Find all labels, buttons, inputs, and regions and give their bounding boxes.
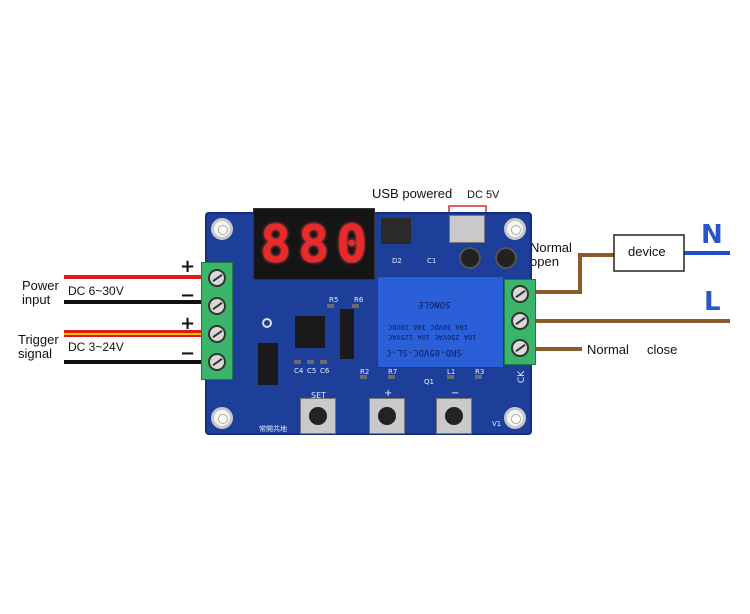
device-box [613, 234, 685, 272]
wire-normally-open [536, 253, 614, 294]
smd-component [360, 375, 367, 379]
relay-rating-1: 10A 250VAC 10A 125VAC [388, 333, 477, 341]
trigger-plus-sign: + [180, 313, 196, 334]
display-digit-3: 0 [336, 215, 367, 275]
wire-trigger-positive [64, 330, 214, 333]
silk-v1: V1 [492, 420, 502, 428]
optocoupler-chip [258, 343, 278, 385]
voltage-regulator [381, 218, 411, 244]
silk-l1: L1 [447, 368, 456, 376]
usb-powered-label: USB powered [372, 186, 453, 201]
led-indicator [262, 318, 272, 328]
normal-close-label-2: close [647, 342, 678, 357]
relay-rating-2: 10A 30VDC 10A 28VDC [388, 323, 469, 331]
neutral-label: N [701, 220, 723, 250]
silk-c6: C6 [320, 367, 330, 375]
trigger-minus-sign: − [180, 343, 196, 364]
capacitor-icon [495, 247, 517, 269]
mount-hole-bottom-right [504, 407, 526, 429]
screw-icon [511, 312, 529, 330]
silk-q1: Q1 [424, 378, 434, 386]
silk-r6: R6 [354, 296, 364, 304]
relay-brand: SONGLE [418, 299, 451, 309]
seven-segment-display: 8 8 0 [253, 208, 375, 280]
plus-button[interactable] [369, 398, 405, 434]
wire-power-positive [64, 275, 214, 279]
mount-hole-top-right [504, 218, 526, 240]
silk-r2: R2 [360, 368, 370, 376]
smd-component [294, 360, 301, 364]
smd-component [320, 360, 327, 364]
silk-r7: R7 [388, 368, 398, 376]
micro-usb-port [449, 215, 485, 243]
normal-open-label-2: open [530, 254, 559, 269]
silk-c4: C4 [294, 367, 304, 375]
silk-note: 常開共地 [259, 425, 287, 433]
capacitor-icon [459, 247, 481, 269]
smd-component [447, 375, 454, 379]
silk-r5: R5 [329, 296, 339, 304]
smd-component [327, 304, 334, 308]
dc-5v-label: DC 5V [467, 189, 500, 201]
wire-live [536, 319, 730, 323]
silk-d2: D2 [392, 257, 402, 265]
input-terminal-block [201, 262, 233, 380]
normal-close-label-1: Normal [587, 342, 629, 357]
output-terminal-block [504, 279, 536, 365]
mount-hole-bottom-left [211, 407, 233, 429]
silk-c5: C5 [307, 367, 317, 375]
smd-component [352, 304, 359, 308]
live-label: L [704, 287, 721, 317]
screw-icon [208, 297, 226, 315]
display-digit-2: 8 [298, 215, 329, 275]
set-button-label: SET [311, 391, 327, 400]
wire-normally-closed [536, 347, 582, 351]
wire-power-negative [64, 300, 214, 304]
power-plus-sign: + [180, 256, 196, 277]
plus-button-label: + [384, 388, 393, 399]
smd-component [475, 375, 482, 379]
minus-button-label: − [451, 388, 460, 399]
normal-open-label-1: Normal [530, 240, 572, 255]
silk-r3: R3 [475, 368, 485, 376]
silk-c1: C1 [427, 257, 437, 265]
smd-component [388, 375, 395, 379]
relay-model: SRD-05VDC-SL-C [386, 347, 462, 357]
relay-module: SRD-05VDC-SL-C 10A 250VAC 10A 125VAC 10A… [377, 276, 504, 368]
wire-neutral [684, 251, 730, 255]
power-minus-sign: − [180, 285, 196, 306]
screw-icon [208, 325, 226, 343]
wire-trigger-negative [64, 360, 214, 364]
trigger-signal-label-1: Trigger [18, 332, 59, 347]
screw-icon [511, 285, 529, 303]
mount-hole-top-left [211, 218, 233, 240]
display-digit-1: 8 [260, 215, 291, 275]
trigger-voltage-label: DC 3~24V [68, 340, 124, 354]
screw-icon [208, 269, 226, 287]
microcontroller-chip [295, 316, 325, 348]
smd-component [307, 360, 314, 364]
header-pins [340, 309, 354, 359]
trigger-signal-label-2: signal [18, 346, 52, 361]
silk-ck: CK [517, 370, 528, 384]
usb-port-marker [448, 205, 487, 215]
power-voltage-label: DC 6~30V [68, 284, 124, 298]
set-button[interactable] [300, 398, 336, 434]
screw-icon [208, 353, 226, 371]
device-label: device [628, 244, 666, 259]
screw-icon [511, 339, 529, 357]
power-input-label-2: input [22, 292, 51, 307]
minus-button[interactable] [436, 398, 472, 434]
power-input-label-1: Power [22, 278, 59, 293]
